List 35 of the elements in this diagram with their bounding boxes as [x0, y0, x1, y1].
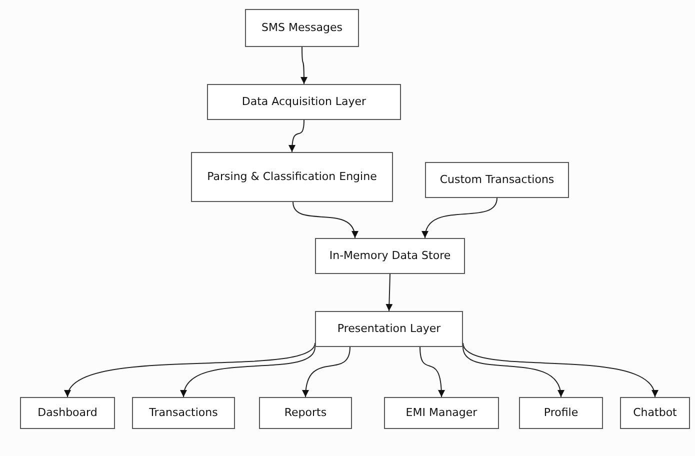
- box-label: Custom Transactions: [440, 172, 554, 188]
- arrow: [386, 274, 393, 312]
- box-label: SMS Messages: [262, 20, 342, 36]
- box-label: EMI Manager: [406, 404, 478, 421]
- process-box: [425, 162, 569, 198]
- process-box: [315, 238, 465, 274]
- process-box: [259, 397, 352, 429]
- box-label: Reports: [284, 404, 327, 421]
- arrow: [292, 202, 358, 238]
- arrow: [182, 346, 316, 398]
- arrow: [302, 346, 350, 398]
- process-box: [315, 311, 463, 347]
- box-label: Transactions: [149, 404, 218, 421]
- process-box: [620, 397, 690, 429]
- arrow: [66, 342, 316, 398]
- arrow: [300, 46, 308, 84]
- process-box: [384, 397, 499, 429]
- arrow: [288, 120, 304, 152]
- box-label: Parsing & Classification Engine: [207, 168, 377, 185]
- arrow: [462, 346, 564, 398]
- arrow: [422, 198, 498, 238]
- arrow: [462, 342, 656, 398]
- process-box: [132, 397, 235, 429]
- process-box: [20, 397, 115, 429]
- process-box: [207, 84, 401, 120]
- box-label: Chatbot: [633, 404, 677, 421]
- arrow: [420, 346, 445, 398]
- box-label: Data Acquisition Layer: [242, 94, 366, 110]
- box-label: Profile: [544, 404, 578, 421]
- box-label: Presentation Layer: [337, 320, 441, 337]
- box-label: In-Memory Data Store: [329, 248, 451, 264]
- process-box: [191, 152, 393, 202]
- process-box: [519, 397, 603, 429]
- process-box: [245, 9, 359, 47]
- box-label: Dashboard: [38, 404, 98, 421]
